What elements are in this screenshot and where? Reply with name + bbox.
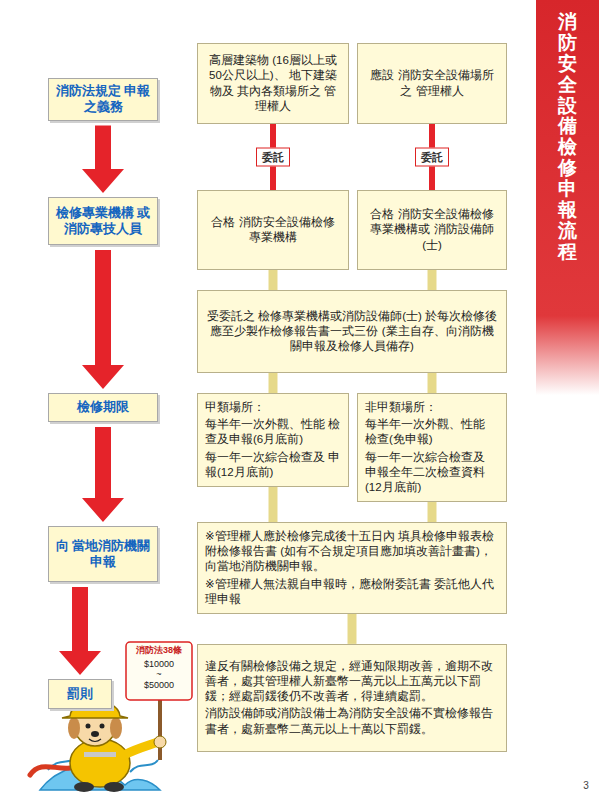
flow-arrow [82,126,124,194]
sign-text: 消防法38條 [126,646,192,656]
process-box: 受委託之 檢修專業機構或消防設備師(士) 於每次檢修後應至少製作檢修報告書一式三… [197,290,507,373]
stage-label-box: 消防法規定 申報之義務 [48,78,158,121]
page-number: 3 [578,780,594,791]
process-box: ※管理權人應於檢修完成後十五日內 填具檢修申報表檢附檢修報告書 (如有不合規定項… [197,522,507,614]
box-text: 向 當地消防機關 申報 [53,538,153,571]
process-box: 高層建築物 (16層以上或50公尺以上)、 地下建築物及 其內各類場所之 管理權… [197,43,349,124]
box-text: 違反有關檢修設備之規定，經通知限期改善，逾期不改善者，處其管理權人新臺幣一萬元以… [205,659,499,705]
box-text: 高層建築物 (16層以上或50公尺以上)、 地下建築物及 其內各類場所之 管理權… [205,53,341,114]
connector-bar [428,502,437,522]
connector-bar [428,270,437,290]
stage-label-box: 向 當地消防機關 申報 [48,526,158,582]
box-text: 每一年一次綜合檢查及 申報全年二次檢查資料 (12月底前) [365,450,499,496]
flow-arrow [59,587,101,675]
process-box: 合格 消防安全設備檢修 專業機構 [197,190,349,270]
box-text: 檢修專業機構 或 消防專技人員 [53,205,153,238]
box-text: ※管理權人無法親自申報時，應檢附委託書 委託他人代理申報 [205,577,499,607]
box-text: 合格 消防安全設備檢修 專業機構 [205,215,341,245]
box-text: 每半年一次外觀、性能 檢查及申報(6月底前) [205,417,341,447]
connector-bar [428,373,437,393]
flow-title: 消防安全設備檢修申報流程 [558,12,577,263]
mascot [30,642,192,792]
box-text: 合格 消防安全設備檢修 專業機構或 消防設備師(士) [365,207,499,253]
flow-arrow [82,427,124,522]
fine-sign [126,642,192,700]
box-text: 每一年一次綜合檢查及 申報(12月底前) [205,450,341,480]
process-box: 非甲類場所： 每半年一次外觀、性能 檢查(免申報)每一年一次綜合檢查及 申報全年二… [357,393,507,502]
box-text: ※管理權人應於檢修完成後十五日內 填具檢修申報表檢附檢修報告書 (如有不合規定項… [205,529,499,575]
stage-label-box: 檢修專業機構 或 消防專技人員 [48,197,158,245]
box-text: 受委託之 檢修專業機構或消防設備師(士) 於每次檢修後應至少製作檢修報告書一式三… [205,309,499,355]
connector-bar [348,614,357,644]
box-text: 應設 消防安全設備場所之 管理權人 [365,68,499,98]
connector-bar [269,487,278,522]
box-text: 每半年一次外觀、性能 檢查(免申報) [365,417,499,447]
edge-label: 委託 [256,148,290,167]
box-text: 檢修期限 [53,399,153,415]
process-box: 合格 消防安全設備檢修 專業機構或 消防設備師(士) [357,190,507,270]
box-text: 甲類場所： [205,400,341,415]
box-text: 消防法規定 申報之義務 [53,83,153,116]
connector-bar [269,373,278,393]
sign-text: $50000 [126,681,192,691]
connector-bar [269,270,278,290]
box-text: 罰則 [53,686,107,702]
title-band [536,0,599,395]
box-text: 非甲類場所： [365,400,499,415]
edge-label: 委託 [415,148,449,167]
stage-label-box: 罰則 [48,679,112,709]
box-text: 消防設備師或消防設備士為消防安全設備不實檢修報告書者，處新臺幣二萬元以上十萬以下… [205,706,499,736]
sign-text: $10000 [126,660,192,670]
process-box: 應設 消防安全設備場所之 管理權人 [357,43,507,124]
stage-label-box: 檢修期限 [48,393,158,422]
sign-text: ~ [126,670,192,680]
process-box: 違反有關檢修設備之規定，經通知限期改善，逾期不改善者，處其管理權人新臺幣一萬元以… [197,644,507,752]
flow-arrow [82,250,124,389]
process-box: 甲類場所： 每半年一次外觀、性能 檢查及申報(6月底前)每一年一次綜合檢查及 申報… [197,393,349,487]
